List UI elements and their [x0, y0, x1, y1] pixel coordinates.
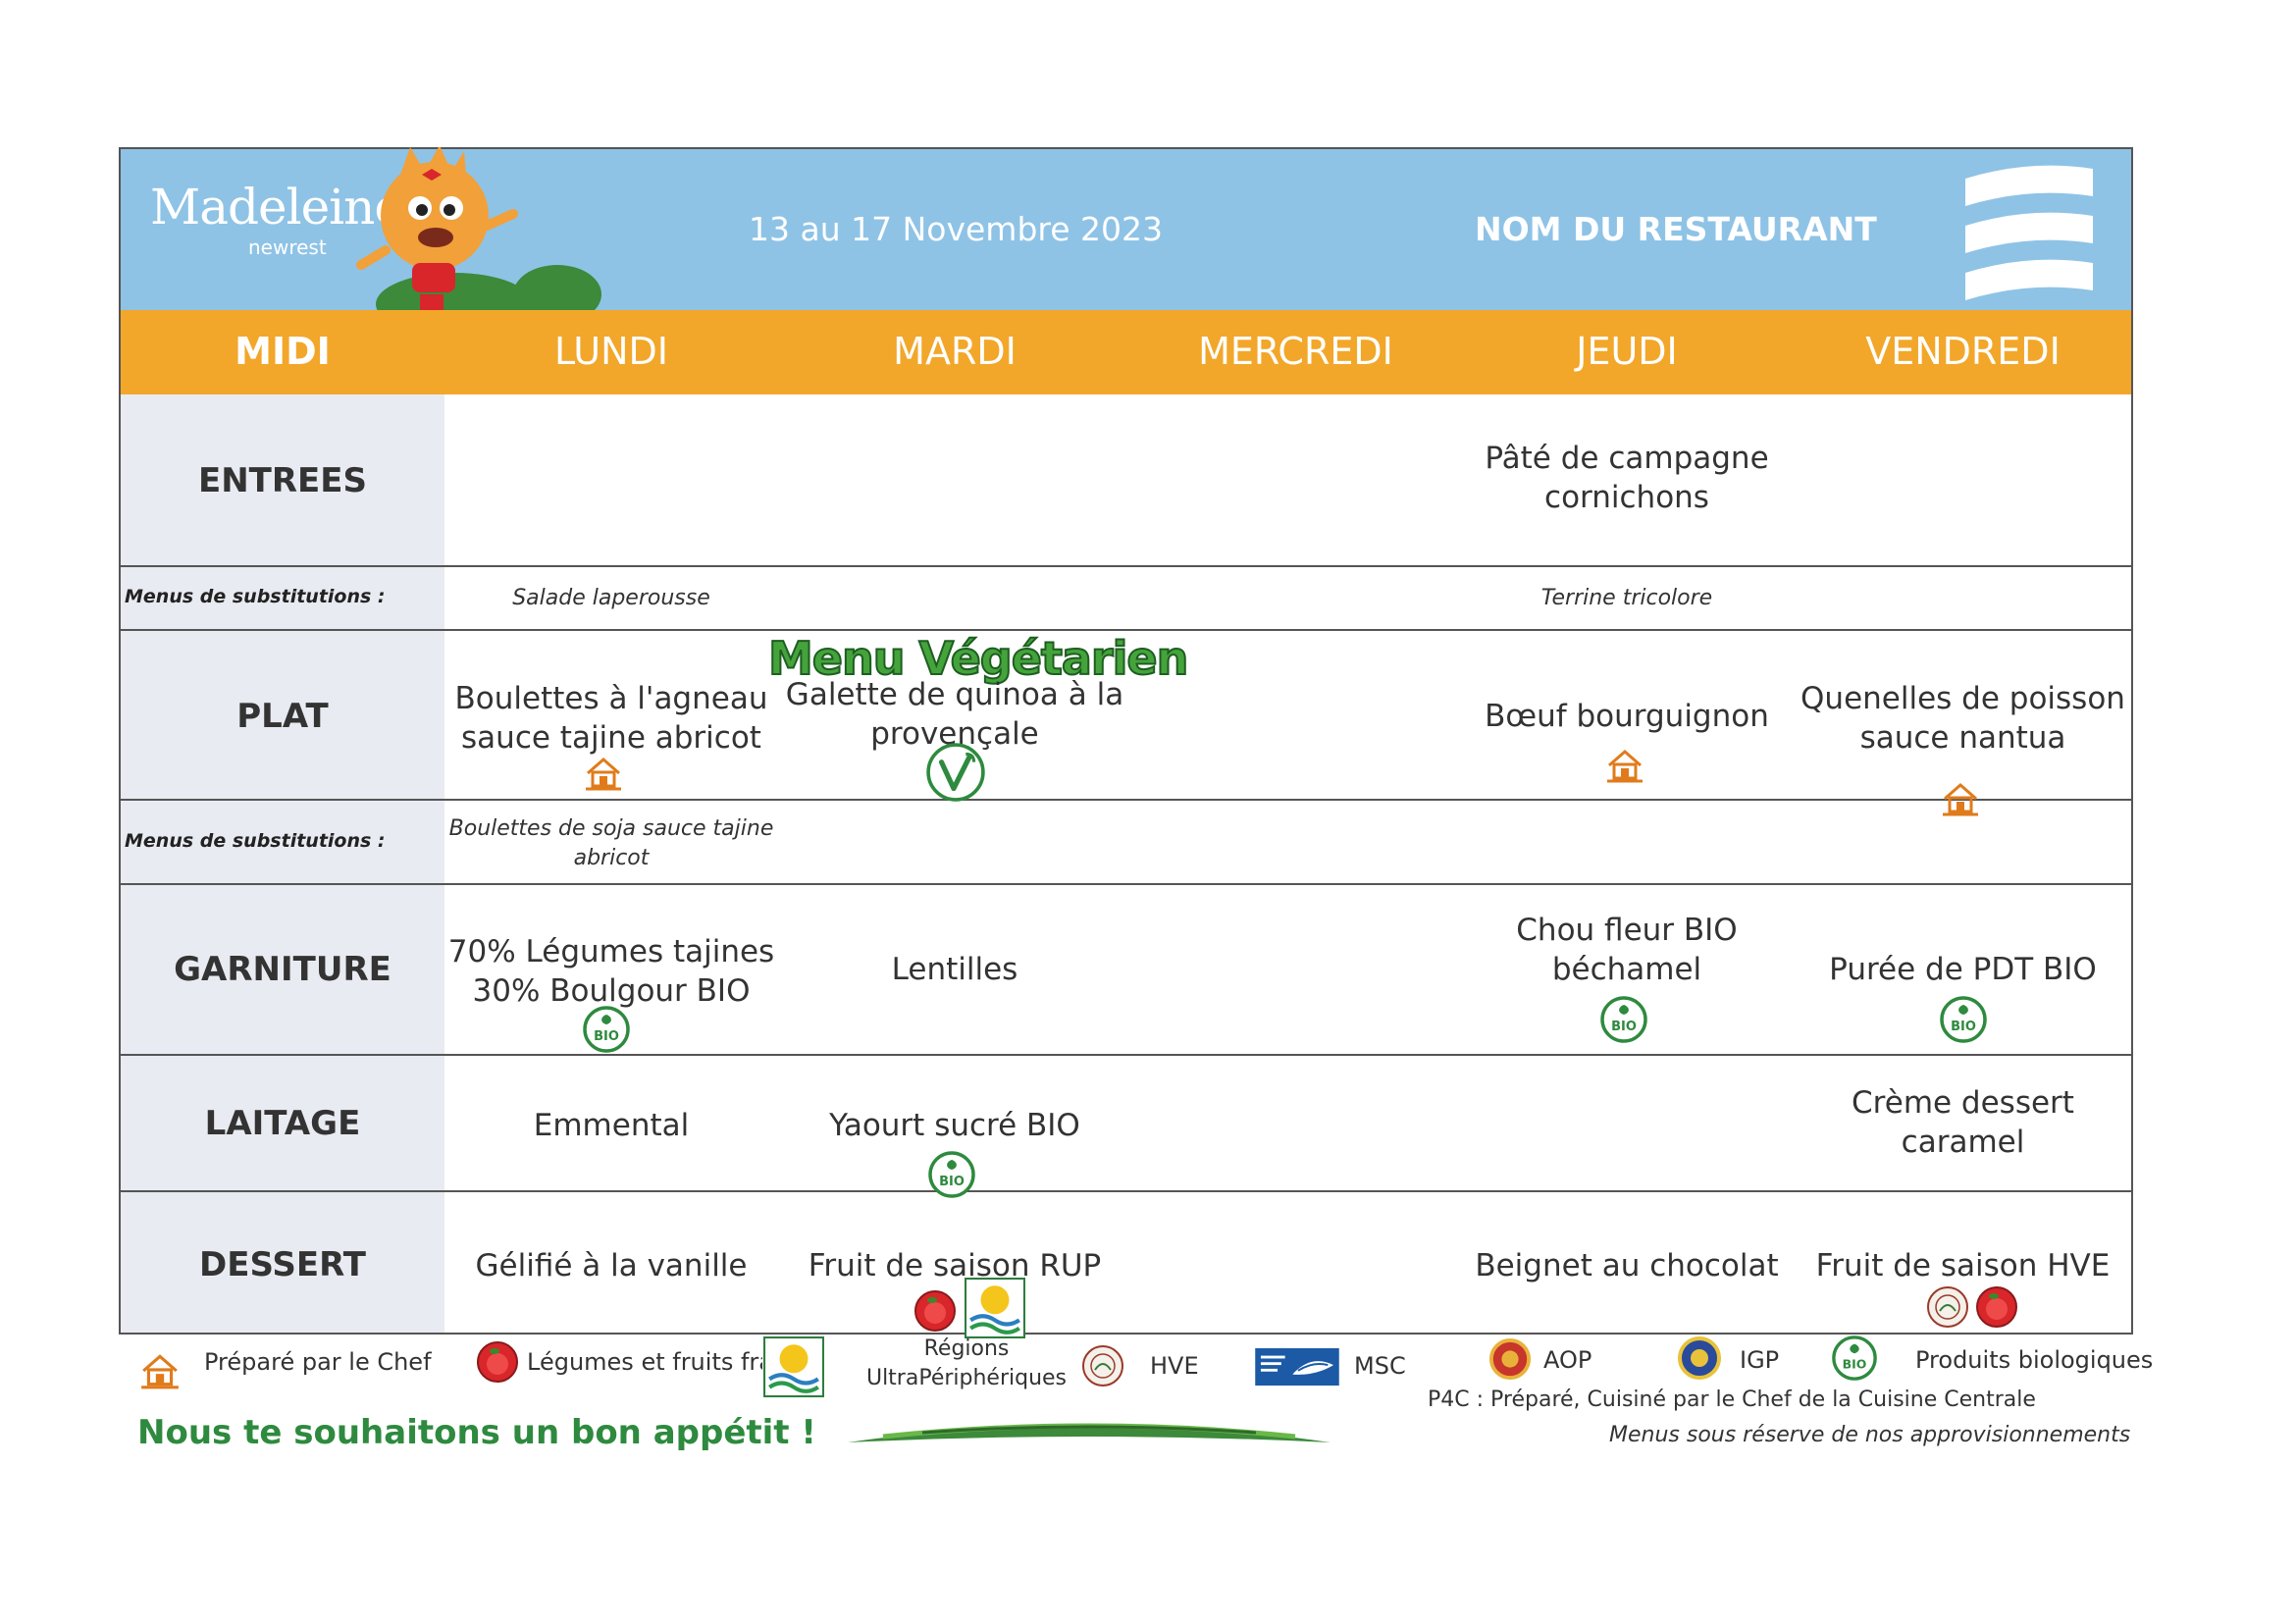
garniture-friday: Purée de PDT BIO	[1829, 952, 2097, 987]
reserve-note: Menus sous réserve de nos approvisionnem…	[1609, 1423, 2131, 1447]
menu-frame: Madeleine newrest 13 au 17 Novembre 2023…	[119, 147, 2133, 1335]
legend-fresh: Légumes et fruits frais	[527, 1348, 762, 1376]
aop-seal-icon	[1489, 1338, 1531, 1380]
legend-aop: AOP	[1543, 1346, 1592, 1374]
day-wednesday: MERCREDI	[1198, 330, 1393, 373]
bio-leaf-icon	[1939, 995, 1988, 1044]
day-tuesday: MARDI	[893, 330, 1017, 373]
igp-seal-icon	[1678, 1336, 1721, 1380]
garniture-thursday: Chou fleur BIO béchamel	[1460, 911, 1794, 990]
garniture-tuesday: Lentilles	[891, 952, 1018, 987]
dish-line: sauce tajine abricot	[461, 720, 761, 757]
dessert-monday: Gélifié à la vanille	[475, 1248, 748, 1283]
dish-line: Boulettes à l'agneau	[454, 681, 768, 716]
row-divider	[121, 1054, 2131, 1056]
row-divider	[121, 883, 2131, 885]
row-label-entrees: ENTREES	[198, 461, 367, 500]
legend-line: UltraPériphériques	[865, 1365, 1068, 1390]
substitution-entree-monday: Salade laperousse	[512, 586, 710, 610]
row-divider	[121, 565, 2131, 567]
garniture-monday: 70% Légumes tajines 30% Boulgour BIO	[444, 932, 778, 1012]
meal-label: MIDI	[235, 330, 331, 373]
row-label-column	[121, 394, 444, 1333]
fresh-produce-icon	[913, 1289, 957, 1333]
day-header-row: MIDI LUNDI MARDI MERCREDI JEUDI VENDREDI	[121, 310, 2131, 394]
rup-sun-icon	[763, 1336, 824, 1397]
restaurant-name: NOM DU RESTAURANT	[1475, 210, 1877, 248]
brand-sublogo: newrest	[248, 236, 327, 259]
plat-monday: Boulettes à l'agneau sauce tajine abrico…	[444, 679, 778, 759]
chef-house-icon	[584, 754, 623, 793]
dish-line: caramel	[1901, 1125, 2025, 1161]
row-label-laitage: LAITAGE	[204, 1104, 361, 1143]
bio-leaf-icon	[1831, 1335, 1878, 1382]
day-thursday: JEUDI	[1576, 330, 1678, 373]
dessert-friday: Fruit de saison HVE	[1815, 1248, 2111, 1283]
row-divider	[121, 1190, 2131, 1192]
vegetarian-v-icon	[925, 742, 986, 803]
legend-rup: Régions UltraPériphériques	[844, 1335, 1089, 1392]
dish-line: Galette de quinoa à la	[785, 677, 1124, 712]
day-friday: VENDREDI	[1865, 330, 2061, 373]
substitution-plat-monday: Boulettes de soja sauce tajine abricot	[444, 814, 778, 872]
legend-chef: Préparé par le Chef	[204, 1348, 432, 1376]
laitage-tuesday: Yaourt sucré BIO	[829, 1108, 1080, 1143]
legend-hve: HVE	[1150, 1352, 1199, 1380]
row-label-substitution: Menus de substitutions :	[125, 586, 386, 607]
plat-thursday: Bœuf bourguignon	[1485, 699, 1769, 734]
laitage-monday: Emmental	[533, 1108, 690, 1143]
dish-line: Quenelles de poisson	[1800, 681, 2125, 716]
row-label-garniture: GARNITURE	[174, 950, 391, 989]
row-label-substitution: Menus de substitutions :	[125, 830, 386, 852]
menu-header: Madeleine newrest 13 au 17 Novembre 2023…	[121, 147, 2131, 334]
dish-line: sauce nantua	[1859, 720, 2066, 757]
chef-house-icon	[139, 1350, 181, 1391]
bio-leaf-icon	[582, 1005, 631, 1054]
row-divider	[121, 629, 2131, 631]
dish-line: abricot	[573, 845, 650, 870]
bon-appetit: Nous te souhaitons un bon appétit !	[137, 1413, 816, 1452]
legend-igp: IGP	[1740, 1346, 1780, 1374]
chef-house-icon	[1941, 779, 1980, 818]
hve-seal-icon	[1081, 1344, 1124, 1387]
vegetarian-menu-title: Menu Végétarien	[767, 631, 1189, 686]
legend-msc: MSC	[1354, 1352, 1406, 1380]
menu-dates: 13 au 17 Novembre 2023	[749, 210, 1164, 248]
row-label-dessert: DESSERT	[199, 1245, 366, 1284]
brand-logo: Madeleine	[150, 179, 403, 236]
dish-line: Chou fleur BIO	[1516, 913, 1738, 948]
leaf-garland-icon	[848, 1423, 1331, 1442]
dish-line: Boulettes de soja sauce tajine	[448, 816, 774, 841]
dessert-thursday: Beignet au chocolat	[1475, 1248, 1779, 1283]
dish-line: cornichons	[1544, 480, 1709, 516]
dessert-tuesday: Fruit de saison RUP	[808, 1248, 1102, 1283]
dish-line: béchamel	[1551, 952, 1702, 988]
row-label-plat: PLAT	[236, 697, 329, 736]
bio-leaf-icon	[1599, 995, 1648, 1044]
day-monday: LUNDI	[554, 330, 668, 373]
p4c-note: P4C : Préparé, Cuisiné par le Chef de la…	[1428, 1387, 2036, 1412]
bio-leaf-icon	[927, 1150, 976, 1199]
brand-waves-icon	[1965, 165, 2093, 300]
dish-line: 70% Légumes tajines	[447, 934, 775, 969]
substitution-entree-thursday: Terrine tricolore	[1540, 586, 1713, 610]
plat-friday: Quenelles de poisson sauce nantua	[1794, 679, 2132, 759]
hve-seal-icon	[1926, 1285, 1969, 1329]
fresh-produce-icon	[1975, 1285, 2018, 1329]
rup-sun-icon	[965, 1278, 1025, 1338]
dish-line: 30% Boulgour BIO	[472, 973, 751, 1010]
laitage-friday: Crème dessert caramel	[1794, 1083, 2132, 1163]
entrees-thursday: Pâté de campagne cornichons	[1460, 439, 1794, 518]
dish-line: Crème dessert	[1852, 1085, 2074, 1121]
mascot-icon	[356, 147, 601, 334]
fresh-produce-icon	[476, 1340, 519, 1384]
row-divider	[121, 799, 2131, 801]
plat-tuesday: Galette de quinoa à la provençale	[778, 675, 1131, 755]
dish-line: Pâté de campagne	[1485, 441, 1769, 476]
legend-line: Régions	[923, 1336, 1010, 1361]
msc-fish-icon	[1254, 1348, 1340, 1386]
chef-house-icon	[1605, 746, 1644, 785]
legend-bio: Produits biologiques	[1915, 1346, 2154, 1374]
